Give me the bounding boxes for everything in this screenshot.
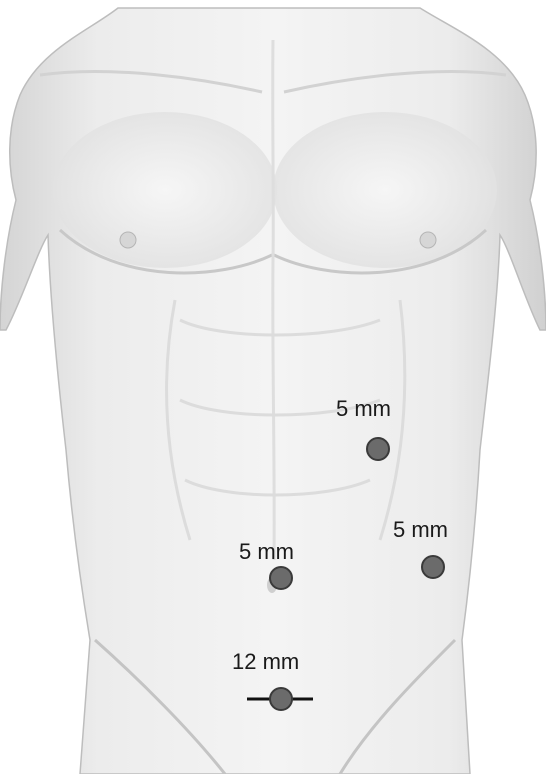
port-suprapubic-marker [270,688,292,710]
port-upper-left-marker [367,438,389,460]
port-suprapubic-label: 12 mm [232,651,299,673]
port-paraumbilical-label: 5 mm [239,541,294,563]
left-pectoral [53,112,277,268]
left-nipple [120,232,136,248]
right-pectoral [273,112,497,268]
port-paraumbilical-marker [270,567,292,589]
port-left-flank-marker [422,556,444,578]
right-nipple [420,232,436,248]
port-left-flank-label: 5 mm [393,519,448,541]
port-upper-left-label: 5 mm [336,398,391,420]
linea-alba [273,40,274,560]
